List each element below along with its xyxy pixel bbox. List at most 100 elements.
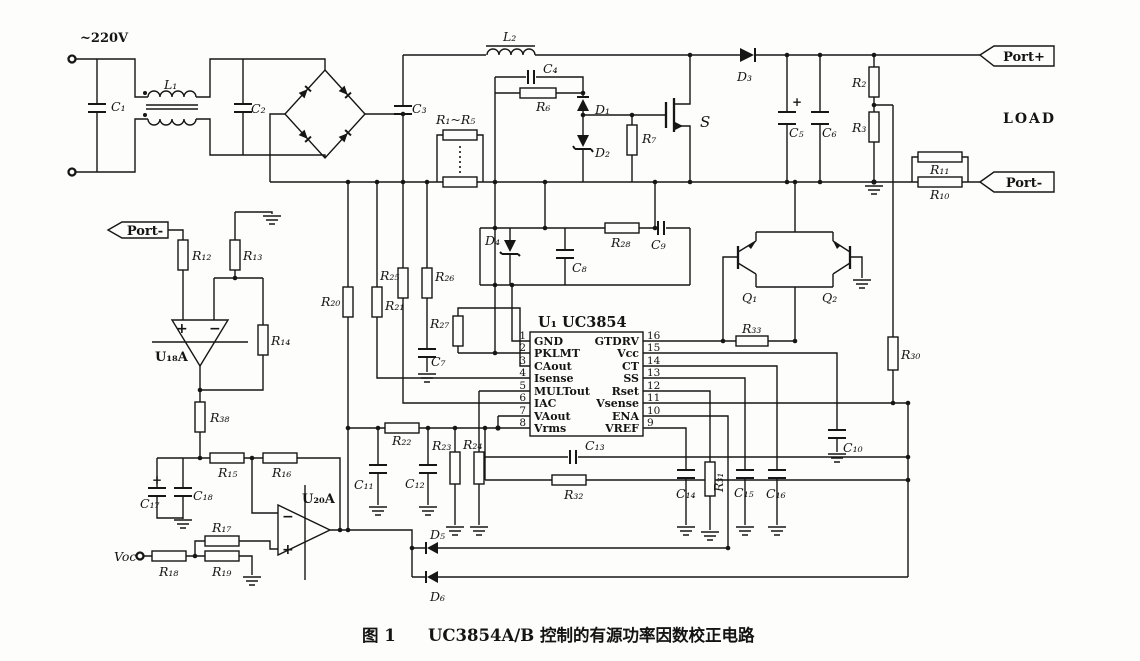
ground-icon [827,453,847,463]
u18a-opamp-icon [170,319,230,368]
label-d5: D₅ [429,527,445,542]
ground-icon [676,526,696,536]
pin-name: ENA [612,410,639,423]
resistor-r30-body [887,336,899,371]
c6-capacitor-icon [811,111,829,125]
box-risers [511,182,656,342]
resistor-r31-body [704,461,716,497]
pin-name: VAout [533,410,572,423]
resistor-r20-body [342,286,354,318]
l1-core-icon [146,104,198,110]
pin-name: GND [534,335,563,348]
d5-diode-icon [427,542,438,554]
resistor-r33-body [735,335,769,347]
label-r12: R₁₂ [191,248,211,263]
pin-number: 11 [647,392,660,404]
vref-c14-wires [643,427,687,525]
driver-and-timing-networks [643,182,909,577]
pin-name: Isense [534,372,574,385]
pin-number: 6 [519,392,526,404]
c17-c18-capacitor-icons [148,487,192,497]
mosfet-drain-source-wires [674,55,691,182]
label-c1: C₁ [111,99,126,114]
component-labels: ~220V C₁ L₁ C₂ C₃ R₁~R₅ L₂ C₄ R₆ D₁ D₂ R… [80,29,1054,604]
ground-icon [864,185,884,195]
d4-zener-bar [499,251,521,257]
pin-name: CAout [534,360,573,373]
resistor-r16-body [262,452,298,464]
label-c5: C₅ [789,125,804,140]
bridge-diamond [284,68,366,160]
label-r19: R₁₉ [211,564,231,579]
r14-leads [200,278,264,391]
mosfet-arrow-icon [675,122,683,130]
resistor-r6-body [519,87,557,99]
d2-zener-icon [577,135,589,147]
pin-name: PKLMT [534,347,581,360]
caption-figure-number: 图 1 [362,626,396,645]
c13-r32-rows [484,428,908,481]
ground-icon [735,526,755,536]
label-r33: R₃₃ [741,321,761,336]
label-c2: C₂ [251,101,266,116]
pin-number: 1 [519,330,526,342]
r11-loop-wires [911,156,969,182]
ac-terminal-bottom [67,167,77,177]
q1-leads [737,232,757,287]
output-stage [778,45,1055,403]
ss-c15-wires [643,377,746,525]
d4-zener-icon [504,240,516,252]
label-r25: R₂₅ [379,268,399,283]
pin-number: 14 [647,355,661,367]
label-d6: D₆ [429,589,445,604]
resistor-r19-body [204,550,240,562]
pin-number: 12 [647,380,660,392]
resistor-r32-body [551,474,587,486]
pin-number: 15 [647,342,660,354]
resistor-r13-body [229,239,241,271]
label-c7: C₇ [431,354,446,369]
ac-input-wires [75,58,148,173]
ground-icon [445,526,465,536]
feedback-diodes [412,542,908,583]
label-r6: R₆ [535,99,550,114]
label-ac-input: ~220V [80,31,129,46]
bridge-dc-wires [269,113,403,182]
bridge-rectifier [269,68,403,182]
u18a-plus-sign: + [176,321,188,337]
c7-capacitor-icon [418,348,436,358]
label-d1: D₁ [594,102,610,117]
figure-caption: 图 1 UC3854A/B 控制的有源功率因数校正电路 [362,625,755,645]
r25-column [402,182,530,404]
pin-name: Vcc [616,347,639,360]
ground-icon [368,506,388,516]
resistor-r22-body [384,422,420,434]
pin-name: Rset [612,385,640,398]
label-r11: R₁₁ [929,162,949,177]
resistor-r27-body [452,315,464,347]
compensation-box [479,221,691,286]
c1-capacitor-icon [88,103,106,113]
resistor-r14-body [257,324,269,356]
pin-name: GTDRV [595,335,640,348]
vo-terminal [135,551,145,561]
c4-capacitor-icon [527,70,535,84]
pin-name: Vsense [595,397,639,410]
resistor-r28-body [604,222,640,234]
label-q1: Q₁ [742,290,757,305]
label-r26: R₂₆ [434,269,454,284]
q2-leads [832,232,851,287]
c16-capacitor-icon [768,469,786,479]
c9-capacitor-icon [657,221,665,235]
label-r10: R₁₀ [929,187,949,202]
pin-number: 7 [519,405,526,417]
pin-number: 13 [647,367,660,379]
vcc-c10-wires [643,352,838,452]
inverting-input-wire [213,277,263,320]
c11-capacitor-icon [369,464,387,474]
label-c12: C₁₂ [405,476,425,491]
resistor-r17-body [204,535,240,547]
label-port-minus-sense: Port- [127,224,163,239]
label-d4: D₄ [484,233,500,248]
label-c6: C₆ [822,125,837,140]
